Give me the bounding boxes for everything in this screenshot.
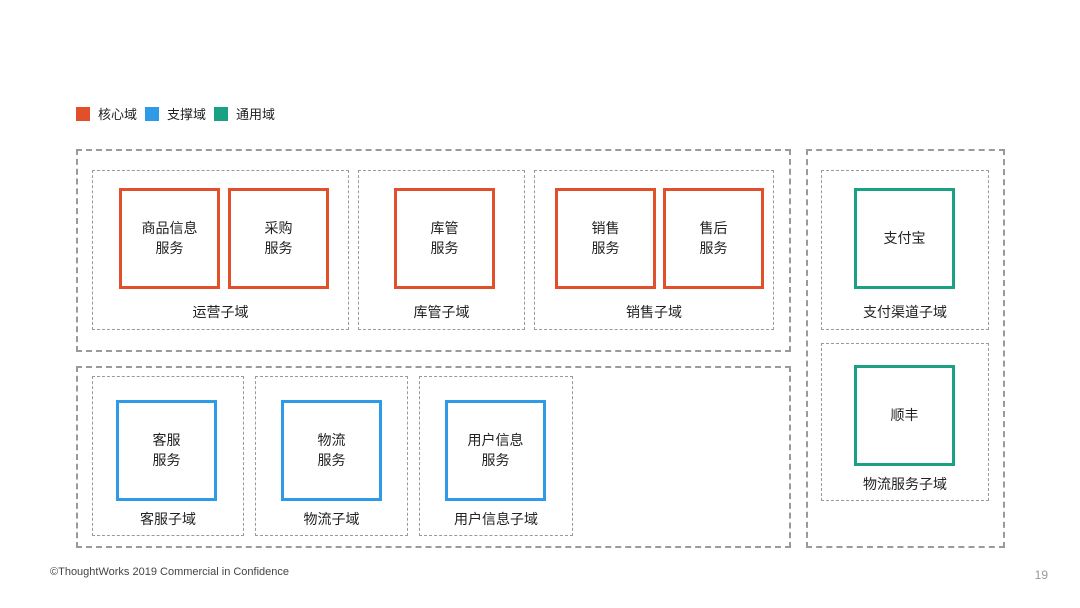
subdomain-operations — [92, 170, 349, 330]
service-sales: 销售 服务 — [555, 188, 656, 289]
core-swatch — [76, 106, 90, 121]
subdomain-sales-label: 销售子域 — [626, 305, 682, 321]
subdomain-customer-service-label: 客服子域 — [140, 512, 196, 528]
service-customer-service: 客服 服务 — [116, 400, 217, 501]
subdomain-sales — [534, 170, 774, 330]
subdomain-logistics-service — [821, 343, 989, 501]
service-product-info: 商品信息 服务 — [119, 188, 220, 289]
subdomain-customer-service — [92, 376, 244, 536]
subdomain-logistics-service-label: 物流服务子域 — [863, 477, 947, 493]
legend-generic-label: 通用域 — [236, 108, 276, 123]
legend-core: 核心域 — [76, 104, 137, 123]
support-domain-group — [76, 366, 791, 548]
service-sf-express: 顺丰 — [854, 365, 955, 466]
copyright-text: ©ThoughtWorks 2019 Commercial in Confide… — [50, 566, 290, 578]
subdomain-user-info — [419, 376, 573, 536]
generic-domain-group — [806, 149, 1005, 548]
service-alipay: 支付宝 — [854, 188, 955, 289]
subdomain-operations-label: 运营子域 — [192, 305, 249, 321]
legend: 核心域 支撑域 通用域 — [76, 104, 283, 123]
service-procurement: 采购 服务 — [228, 188, 329, 289]
legend-support-label: 支撑域 — [167, 108, 207, 123]
page-number: 19 — [1034, 568, 1048, 582]
legend-core-label: 核心域 — [98, 108, 138, 123]
subdomain-logistics-label: 物流子域 — [303, 512, 360, 528]
subdomain-inventory-label: 库管子域 — [413, 305, 470, 321]
core-domain-group — [76, 149, 791, 352]
legend-support: 支撑域 — [145, 104, 206, 123]
service-inventory: 库管 服务 — [394, 188, 495, 289]
service-logistics: 物流 服务 — [281, 400, 382, 501]
subdomain-payment — [821, 170, 989, 330]
support-swatch — [145, 106, 160, 121]
subdomain-logistics — [255, 376, 408, 536]
subdomain-payment-label: 支付渠道子域 — [863, 305, 947, 321]
service-after-sales: 售后 服务 — [663, 188, 764, 289]
subdomain-inventory — [358, 170, 525, 330]
legend-generic: 通用域 — [214, 104, 275, 123]
generic-swatch — [214, 106, 229, 121]
subdomain-user-info-label: 用户信息子域 — [454, 512, 538, 528]
service-user-info: 用户信息 服务 — [445, 400, 546, 501]
